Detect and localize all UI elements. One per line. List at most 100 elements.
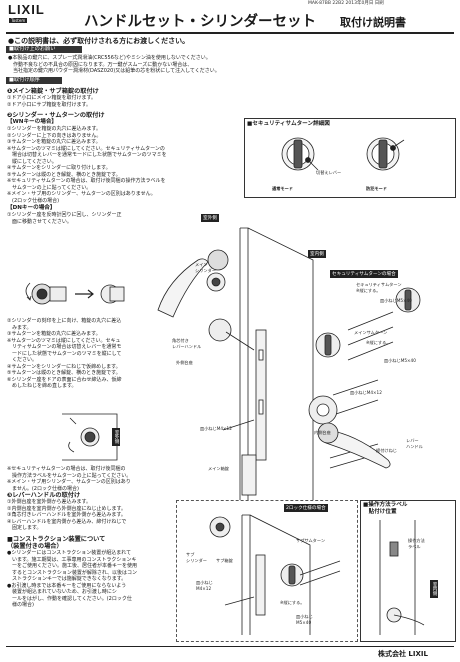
wn-line: ※メイン・サブ用のシリンダー、サムターンの区別はありません。 [7, 191, 156, 197]
main-assembly-diagram [157, 227, 421, 500]
thumbturn-detail-figure [281, 137, 405, 171]
doc-code: MAK-87BB 22B2 2013年0月日 日刷 [308, 1, 384, 6]
dn-notes: ※セキュリティサムターンの場合は、取付け後同梱の 操作方法ラベルをサムターンの上… [7, 466, 131, 492]
construction-line: ールをはがし、作動を確認してください。(2ロック仕 [7, 595, 132, 602]
wn-line: 縦にしてください。 [7, 158, 57, 165]
label-indoor-tag: 室内側 [430, 580, 438, 598]
inner-base-label: 内側台座 [314, 430, 331, 435]
step1-heading: ❶メイン箱錠・サブ箱錠の取付け [7, 88, 99, 95]
fix-screw-label: 締付けねじ [376, 448, 397, 453]
wn-heading: 【WNキーの場合】 [7, 119, 58, 125]
wn-line: サムターンの上に貼ってください。 [7, 184, 92, 191]
wn-line: ※セキュリティサムターンの場合は、取付け後同梱の操作方法ラベルを [7, 178, 166, 184]
security-mode-label: 防犯モード [366, 186, 387, 191]
construction-subheading: （装置付きの場合） [7, 543, 63, 550]
step3-heading: ❸レバーハンドルの取付け [7, 492, 81, 499]
company-name: 株式会社 LIXIL [378, 650, 428, 658]
security-thumbturn-tag: セキュリティサムターンの場合 [330, 270, 398, 278]
sub-cylinder-label: サブ シリンダー [186, 552, 207, 563]
footer-rule [6, 646, 454, 647]
caution-body: ●本製品の鍵穴に、スプレー式潤滑油(CRC556など)やミシン油を使用しないでく… [8, 55, 220, 75]
dn-line: リティサムターンの場合は切替えレバーを通常モ [7, 344, 122, 350]
caution-line: 当社指定の鍵穴用パウダー潤滑材(DASZ020)又は鉛筆の芯を粉状にして注入して… [8, 68, 220, 74]
construction-line: います。施工期間は、工事専用のコンストラクションキ [7, 556, 137, 563]
wn-line: ※サムターンのツマミは縦にしてください。セキュリティサムターンの [7, 145, 165, 152]
step3-line: ①外側台座を室外側から差込みます。 [7, 499, 91, 505]
dn-note: ません。(2ロック仕様の場合) [7, 485, 79, 492]
wn-line: ④サムターンをシリンダーに取り付けします。 [7, 165, 111, 171]
procedure-heading: ■取付け順序 [6, 77, 62, 84]
dn-line: ①シリンダー座を反時計回りに回し、シリンダー正 [7, 212, 122, 218]
main-cylinder-label: メイン シリンダー [195, 262, 216, 273]
switch-lever-label: 切替えレバー [316, 170, 342, 175]
wn-line: ①シリンダーを箱錠の丸穴に差込みます。 [7, 126, 101, 132]
dn-line: みます。 [7, 324, 32, 331]
wn-line: ②シリンダーに上下の向きはありません。 [7, 132, 102, 139]
construction-line: 装置が組込まれていないため、お引渡し時にシ [7, 589, 117, 595]
detail-box [244, 118, 456, 198]
screw-m5-label: 皿小ねじM5×40 [384, 358, 416, 363]
construction-line: ーをご使用ください。施工後、居住者が本番キーを使用 [7, 563, 138, 569]
step3: ❸レバーハンドルの取付け ①外側台座を室外側から差込みます。 ②内側台座を室内側… [7, 492, 126, 532]
two-lock-figure [209, 514, 341, 635]
dn-steps: ②シリンダーの刻印を上に向け、箱錠の丸穴に差込 みます。 ③サムターンを箱錠の丸… [7, 318, 122, 390]
sub-box-label: サブ箱錠 [216, 558, 233, 563]
page-title: ハンドルセット・シリンダーセット [84, 14, 316, 30]
label-position-title: ■操作方法ラベル 貼付け位置 [363, 502, 408, 515]
dn-line: ⑤サムターンは縦のとき解錠、横のとき施錠です。 [7, 370, 121, 376]
step3-line: ②内側台座を室内側から外側台座にねじ止めします。 [7, 505, 126, 512]
indoor-tag: 室内側 [308, 250, 326, 258]
wn-line: 場合は切替えレバーを通常モードにした状態でサムターンのツマミを [7, 152, 167, 158]
step3-line: ③角芯付きレバーハンドルを室外側から差込みます。 [7, 512, 126, 518]
construction-line: ストラクションキーでは施解錠できなくなります。 [7, 576, 127, 582]
lever-label: レバー ハンドル [406, 438, 423, 449]
dn-note: ※メイン・サブ用シリンダー、サムターンの区別はあり [7, 479, 131, 485]
construction-line: ●シリンダーにはコンストラクション装置が組込まれて [7, 550, 132, 556]
intro-text: ●この説明書は、必ず取付けされる方にお渡しください。 [8, 37, 190, 45]
dn-line: ※サムターンのツマミは縦にしてください。セキュ [7, 337, 121, 344]
step2-heading: ❷シリンダー・サムターンの取付け [7, 112, 105, 119]
construction-heading: ■コンストラクション装置について [7, 536, 106, 543]
caution-line: ●本製品の鍵穴に、スプレー式潤滑油(CRC556など)やミシン油を使用しないでく… [8, 55, 211, 61]
square-lever-label: 角芯付き レバーハンドル [172, 338, 202, 349]
wn-line: ⑤サムターンは縦のとき解錠、横のとき施錠です。 [7, 171, 121, 178]
label-position-box [360, 500, 456, 642]
construction-line: するとコンストラクション装置が解除され、以後はコン [7, 569, 137, 576]
dn-line: ②シリンダーの刻印を上に向け、箱錠の丸穴に差込 [7, 318, 122, 324]
dn-door-figure [62, 413, 118, 461]
operation-label-text: 操作方法 ラベル [408, 538, 425, 549]
dn-line: ④サムターンをシリンダーにねじで仮締めします。 [7, 363, 121, 370]
vertical-note: ※縦にする。 [366, 340, 391, 345]
step1-line: ①ドア小口にメイン箱錠を取付けます。 [7, 95, 96, 101]
plate-screw-label: 皿小ねじM5×40 [380, 298, 412, 303]
dn-line: ⑥シリンダー座をドアの表面に合わせ締込み、仮締 [7, 376, 122, 383]
construction: ■コンストラクション装置について （装置付きの場合） ●シリンダーにはコンストラ… [7, 536, 137, 609]
two-lock-screw-a: 皿小ねじ M4×12 [196, 580, 213, 591]
dn-outdoor-tag: 室外側 [112, 428, 120, 446]
dn-line: ードにした状態でサムターンのツマミを縦にして [7, 350, 122, 357]
dn-cylinder-figure [25, 282, 125, 305]
dn-line: めしたねじを締め直します。 [7, 383, 77, 389]
dn-line: 面に移動させてください。 [7, 218, 72, 225]
wn-line: (2ロック仕様の場合) [7, 197, 60, 204]
two-lock-box [176, 500, 358, 642]
page-title-right: 取付け説明書 [340, 16, 406, 29]
sub-thumbturn-label: サブサムターン [296, 538, 326, 543]
dn-note: ※セキュリティサムターンの場合は、取付け後同梱の [7, 466, 126, 472]
dn-note: 操作方法ラベルをサムターンの上に貼ってください。 [7, 472, 132, 479]
step3-line: ④レバーハンドルを室内側から差込み、締付けねじで [7, 518, 127, 525]
main-box-label: メイン箱錠 [208, 466, 229, 471]
header-rule [6, 32, 454, 34]
two-lock-screw-b: 皿小ねじ M5×40 [296, 614, 313, 625]
construction-line: 様の場合) [7, 602, 34, 608]
main-thumbturn-label: メインサムターン [354, 330, 388, 335]
step1-line: ②ドア小口にサブ箱錠を取付けます。 [7, 101, 91, 108]
two-lock-vertical-note: ※縦にする。 [280, 600, 305, 605]
detail-box-title: ■セキュリティサムターン詳細図 [247, 121, 330, 127]
brand-sub: Tostem [9, 18, 28, 23]
outdoor-tag: 室外側 [201, 214, 219, 222]
screw-m4b-label: 皿小ねじM4×12 [200, 426, 232, 431]
dn-line: ください。 [7, 357, 38, 363]
caution-heading: ■取付け上のお願い [6, 46, 82, 53]
caution-line: 作動不良などの不具合の原因になります。万一鍵がスムーズに動かない場合は、 [8, 61, 193, 68]
